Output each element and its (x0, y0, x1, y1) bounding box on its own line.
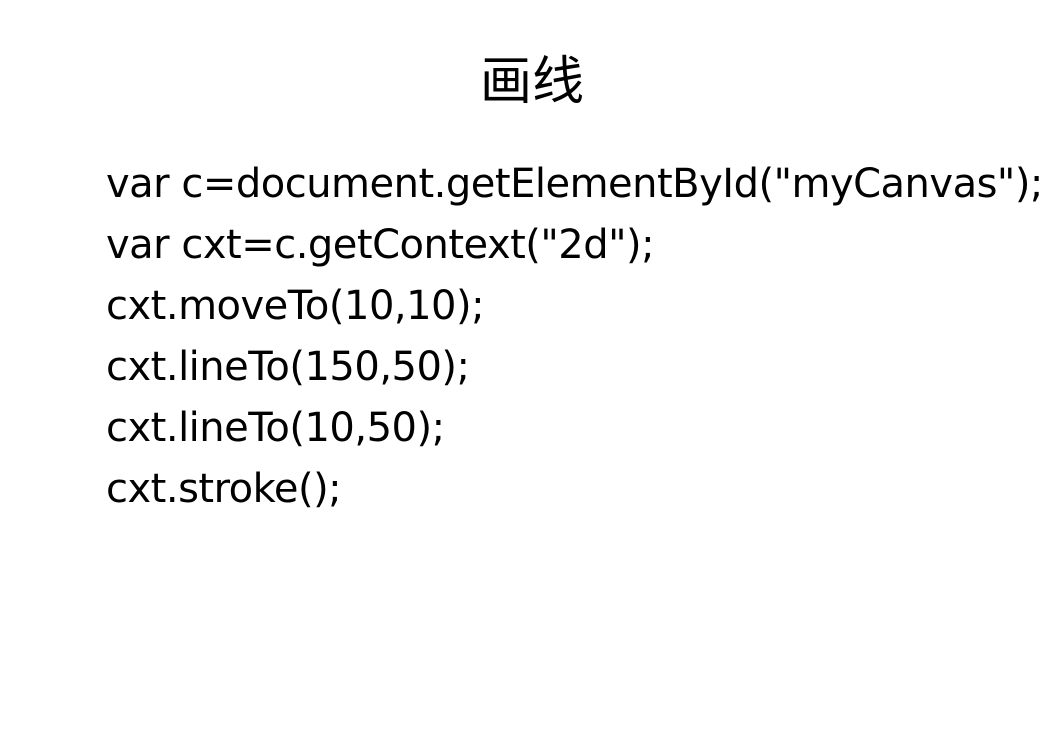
code-line: cxt.lineTo(150,50); (106, 344, 470, 390)
code-line: cxt.stroke(); (106, 466, 342, 512)
code-line: cxt.lineTo(10,50); (106, 405, 445, 451)
code-line: var cxt=c.getContext("2d"); (106, 222, 655, 268)
code-line: cxt.moveTo(10,10); (106, 283, 485, 329)
slide-title: 画线 (480, 52, 585, 112)
slide: 画线 var c=document.getElementById("myCanv… (106, 52, 1043, 512)
code-block: var c=document.getElementById("myCanvas"… (106, 154, 1043, 520)
code-line: var c=document.getElementById("myCanvas"… (106, 161, 1043, 207)
